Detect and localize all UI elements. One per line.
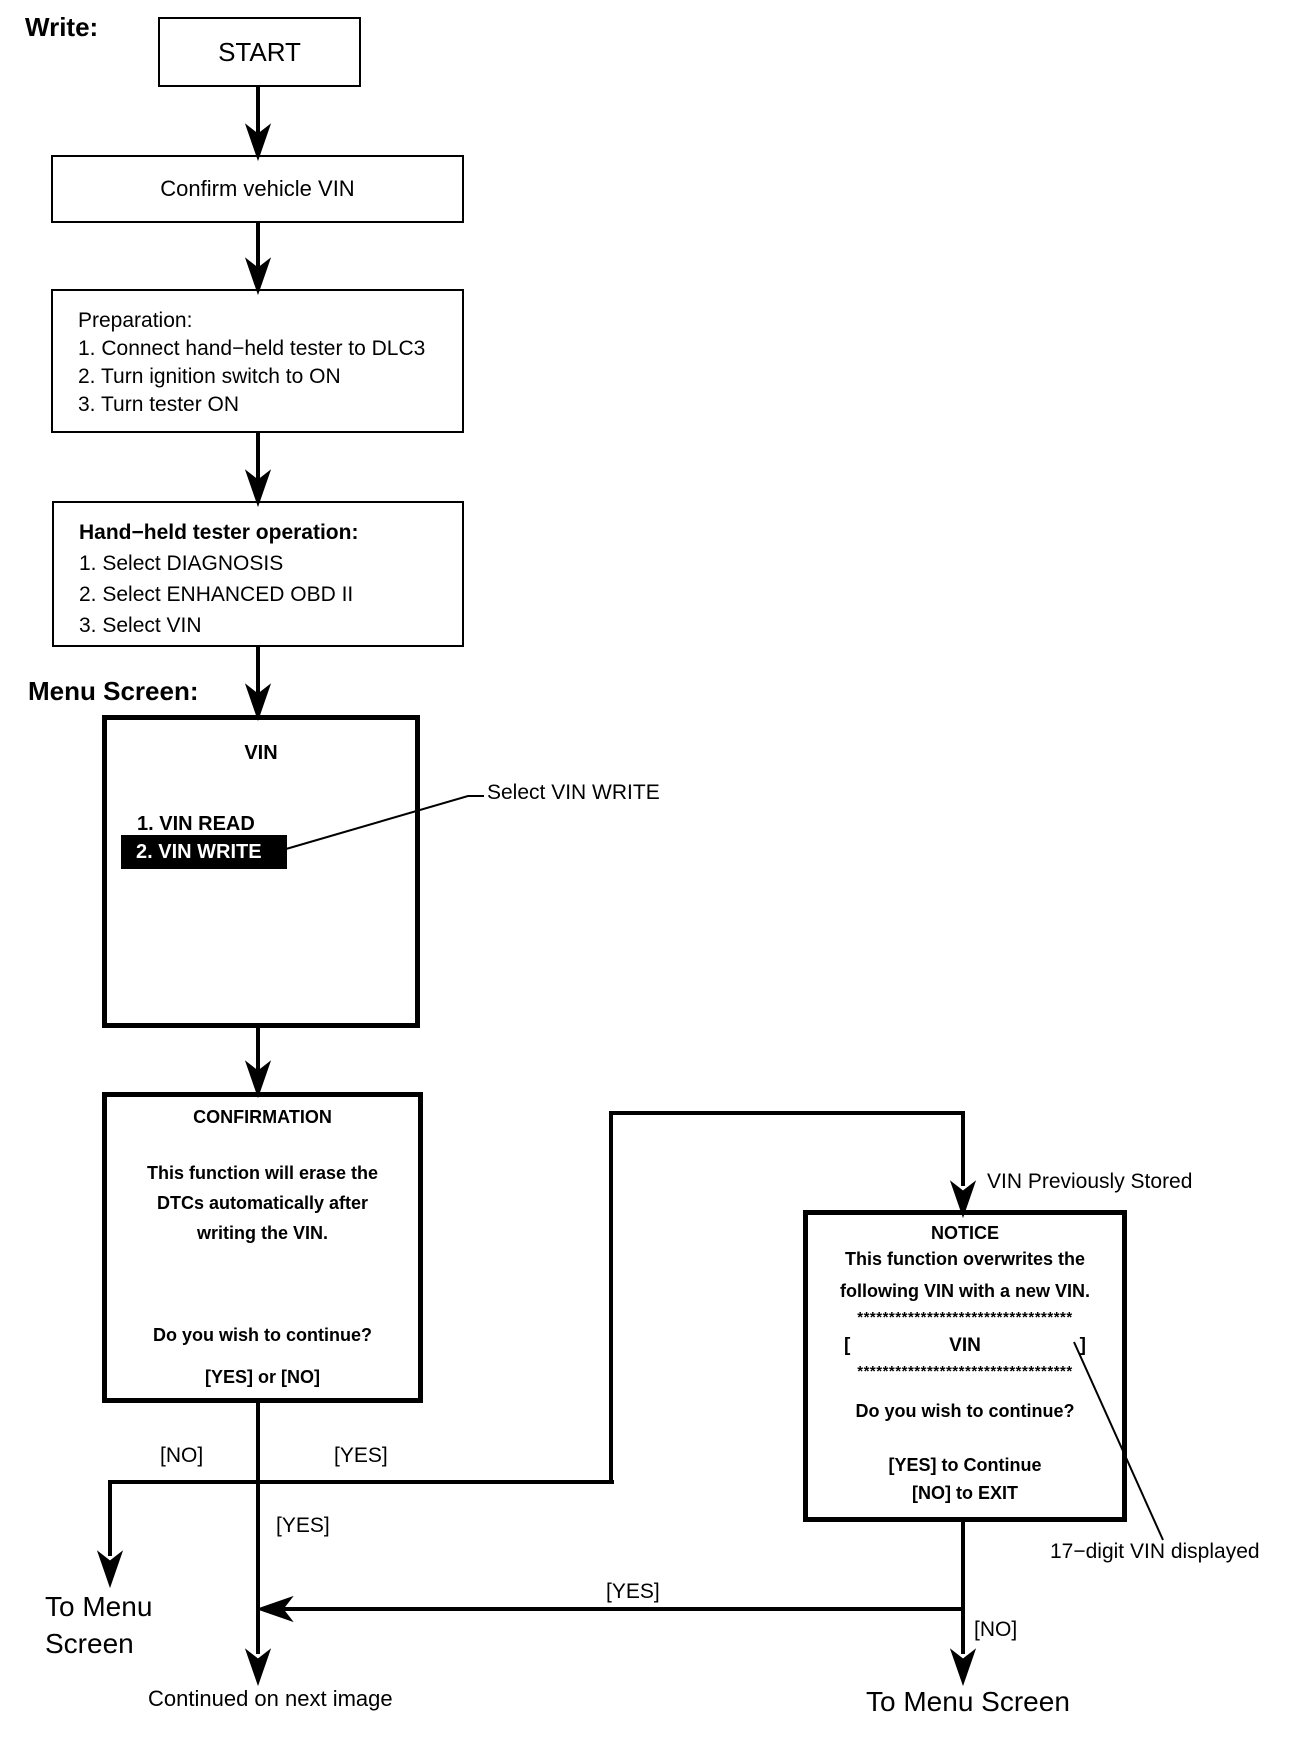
edge-label-no-notice: [NO] (974, 1618, 1018, 1641)
confirmation-title: CONFIRMATION (193, 1107, 332, 1127)
seventeen-digit-vin-annotation: 17−digit VIN displayed (1050, 1540, 1260, 1563)
vin-previously-stored-label: VIN Previously Stored (987, 1170, 1193, 1193)
to-menu-line1: To Menu (45, 1591, 153, 1622)
confirmation-body-line: writing the VIN. (196, 1223, 328, 1243)
confirm-vin-node: Confirm vehicle VIN (51, 155, 464, 223)
arrowhead-down-icon (244, 683, 272, 722)
notice-stars-row: ********************************** (857, 1363, 1073, 1380)
tester-operation-step: 2. Select ENHANCED OBD II (79, 583, 354, 606)
edge-label-no: [NO] (160, 1444, 204, 1467)
preparation-step: 1. Connect hand−held tester to DLC3 (78, 337, 426, 360)
to-menu-screen-left-terminal: To Menu Screen (45, 1588, 152, 1662)
arrowhead-down-icon (244, 257, 272, 296)
preparation-title: Preparation: (78, 309, 193, 332)
notice-body-line: following VIN with a new VIN. (839, 1281, 1090, 1301)
arrowhead-down-icon (244, 469, 272, 508)
notice-screen: NOTICE This function overwrites the foll… (803, 1210, 1127, 1522)
arrowhead-down-icon (96, 1550, 124, 1589)
notice-body-line: This function overwrites the (844, 1249, 1086, 1269)
start-node-label: START (218, 36, 301, 67)
preparation-step: 2. Turn ignition switch to ON (78, 365, 341, 388)
confirmation-body-line: DTCs automatically after (156, 1193, 369, 1213)
arrowhead-down-icon (244, 1648, 272, 1687)
preparation-step: 3. Turn tester ON (78, 393, 240, 416)
to-menu-line2: Screen (45, 1628, 134, 1659)
confirm-vin-label: Confirm vehicle VIN (160, 176, 355, 201)
notice-title: NOTICE (930, 1223, 999, 1243)
vin-menu-title: VIN (244, 742, 278, 764)
menu-screen-section-label: Menu Screen: (28, 676, 199, 706)
notice-no-option: [NO] to EXIT (912, 1483, 1018, 1503)
tester-operation-step: 1. Select DIAGNOSIS (79, 552, 284, 575)
notice-question: Do you wish to continue? (855, 1401, 1075, 1421)
notice-vin-row: [ VIN ] (808, 1335, 1122, 1359)
start-node: START (158, 17, 361, 87)
menu-item-vin-read: 1. VIN READ (137, 813, 255, 835)
write-section-label: Write: (25, 12, 99, 42)
arrowhead-down-icon (949, 1648, 977, 1687)
vin-value: VIN (949, 1335, 981, 1356)
continued-next-image-terminal: Continued on next image (148, 1686, 393, 1711)
menu-item-vin-write-selected: 2. VIN WRITE (121, 835, 287, 869)
select-vin-write-annotation: Select VIN WRITE (487, 781, 660, 804)
confirmation-question: Do you wish to continue? (153, 1325, 372, 1345)
notice-stars-row: ********************************** (857, 1309, 1073, 1326)
arrowhead-down-icon (244, 123, 272, 162)
preparation-node: Preparation: 1. Connect hand−held tester… (51, 289, 464, 433)
vin-bracket-open: [ (844, 1335, 851, 1356)
edge-label-yes: [YES] (334, 1444, 388, 1467)
confirmation-screen: CONFIRMATION This function will erase th… (102, 1092, 423, 1403)
confirmation-body-line: This function will erase the (146, 1163, 379, 1183)
arrowhead-left-icon (255, 1595, 294, 1623)
tester-operation-node: Hand−held tester operation: 1. Select DI… (52, 501, 464, 647)
tester-operation-title: Hand−held tester operation: (79, 521, 359, 544)
edge-label-yes-return: [YES] (606, 1580, 660, 1603)
vin-bracket-close: ] (1079, 1335, 1086, 1356)
confirmation-options: [YES] or [NO] (205, 1367, 320, 1387)
to-menu-screen-right-terminal: To Menu Screen (866, 1686, 1070, 1717)
vin-menu-screen: VIN 1. VIN READ 2. VIN WRITE (102, 715, 420, 1028)
notice-yes-option: [YES] to Continue (888, 1455, 1042, 1475)
tester-operation-step: 3. Select VIN (79, 614, 202, 637)
arrowhead-down-icon (244, 1060, 272, 1099)
arrowhead-down-icon (949, 1180, 977, 1219)
edge-label-yes-continue: [YES] (276, 1514, 330, 1537)
